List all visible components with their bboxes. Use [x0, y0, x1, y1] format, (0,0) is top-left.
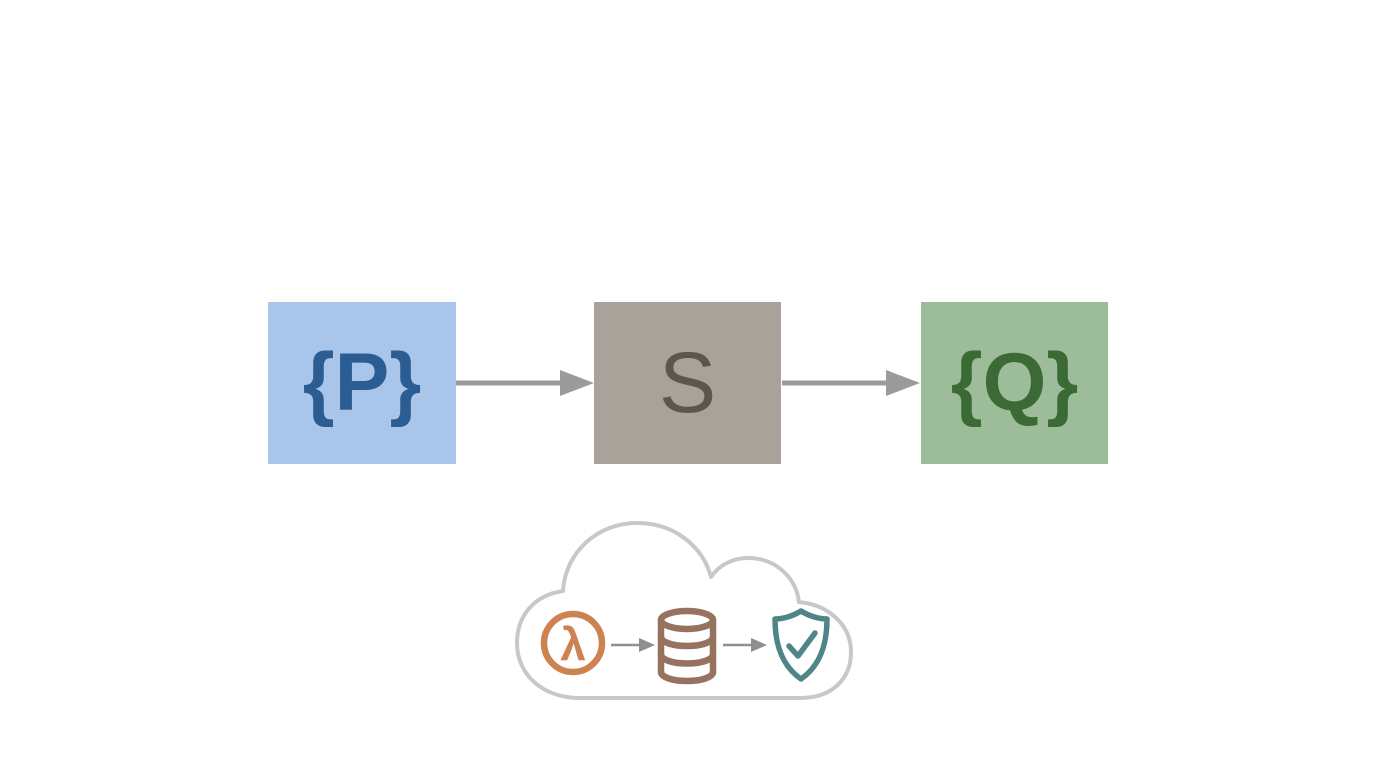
cloud-pipeline: λ: [515, 521, 853, 700]
database-icon: [657, 607, 717, 685]
precondition-label: {P}: [302, 337, 422, 428]
postcondition-label: {Q}: [950, 337, 1079, 428]
lambda-icon: λ: [540, 610, 606, 676]
node-postcondition: {Q}: [921, 302, 1108, 464]
lambda-glyph: λ: [560, 618, 586, 670]
statement-label: S: [658, 335, 717, 431]
arrow-s-to-q-icon: [782, 370, 920, 396]
arrow-p-to-s-icon: [456, 370, 594, 396]
shield-check-icon: [772, 608, 830, 682]
node-precondition: {P}: [268, 302, 456, 464]
node-statement: S: [594, 302, 781, 464]
arrow-database-to-shield-icon: [723, 638, 767, 652]
arrow-lambda-to-database-icon: [611, 638, 655, 652]
